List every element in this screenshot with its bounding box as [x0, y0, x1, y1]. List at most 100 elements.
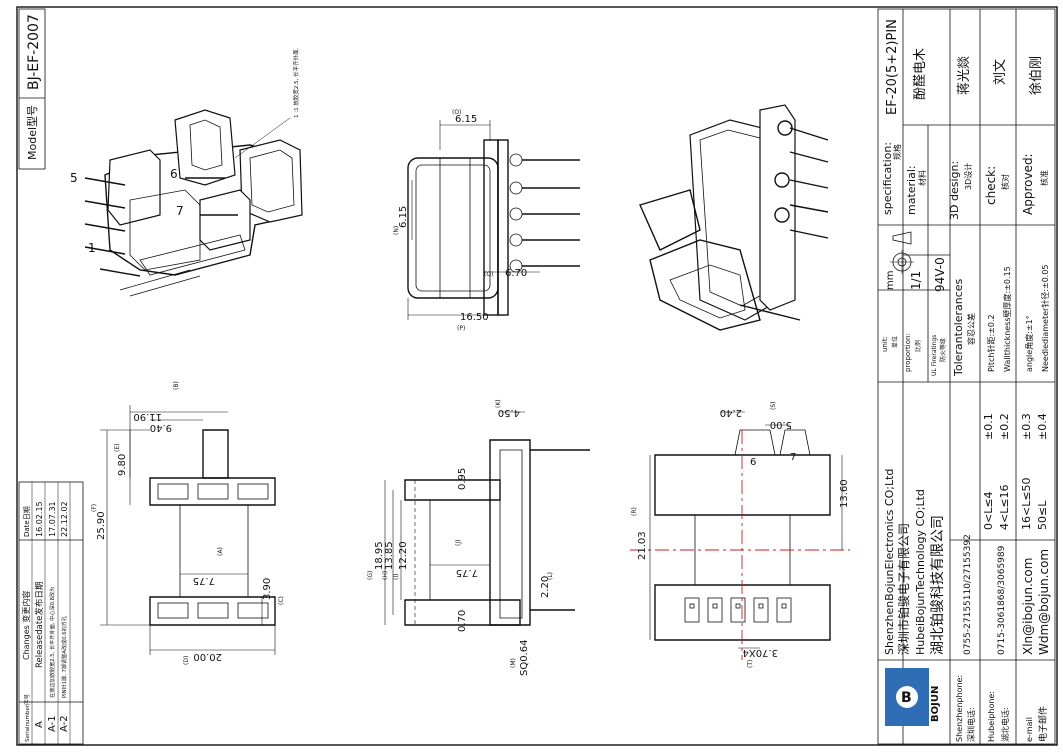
tol-angle: angle角度:±1°: [1024, 315, 1034, 372]
svg-text:B: B: [901, 690, 912, 706]
dim-18-95-tag: (G): [367, 571, 374, 580]
email-label: e-mail: [1025, 717, 1034, 742]
pin-label-1: 1: [88, 241, 96, 255]
dim-4-50-tag: (K): [495, 399, 502, 408]
material-label: material:: [905, 165, 918, 215]
check-label-cn: 核对: [1000, 174, 1010, 190]
dim-11-90: 11.90: [133, 411, 162, 422]
company-name2-cn: 湖北铂骏科技有限公司: [930, 515, 946, 655]
tol-row-0-tol: ±0.1: [982, 413, 995, 440]
front-view: 11.90 (B) 9.40 9.80 (E) 25.90 (F) 7.75 (…: [91, 381, 285, 665]
dim-3-70: 3.70X4: [743, 647, 778, 658]
spec-label: specification:: [881, 142, 894, 215]
dim-2-20: 2.20: [540, 576, 551, 598]
proportion-label-cn: 比例: [914, 340, 922, 352]
dim-25-90: 25.90: [96, 511, 107, 540]
email-2: Wdm@bojun.com: [1037, 549, 1051, 655]
sz-phone-label-cn: 深圳电话:: [966, 707, 976, 742]
tol-wall: Wallthickness壁厚度:±0.15: [1002, 266, 1012, 372]
dim-13-85: 13.85: [384, 541, 395, 570]
tol-row-2-tol: ±0.3: [1020, 413, 1033, 440]
company-logo: BOJUN B: [885, 668, 941, 726]
rev-row-2-change: PIN针1脚, 7脚调整A改成0.6的方孔: [60, 615, 68, 698]
tol-pitch: Pitch针距:±0.2: [986, 314, 996, 372]
dim-left-6-15: 6.15: [398, 206, 409, 228]
tolerance-title-cn: 容忍公差: [966, 313, 976, 345]
dim-9-40: 9.40: [150, 422, 172, 433]
material-label-cn: 材料: [917, 170, 927, 186]
company-logo-text: BOJUN: [930, 686, 941, 722]
sz-phone: 0755-27155110/27155392: [963, 534, 973, 655]
unit-label: unit:: [881, 336, 889, 352]
pin-label-7: 7: [176, 204, 184, 218]
dim-13-60: 13.60: [839, 479, 850, 508]
dim-5-00: 5.00: [770, 419, 792, 430]
dim-16-50: 16.50: [460, 312, 489, 323]
dim-3-90-tag: (C): [278, 596, 285, 605]
bottom-pin-7: 7: [790, 452, 796, 463]
side-view: 4.50 (K) 0.95 18.95 (G) 13.85 (H) 12.20 …: [367, 399, 590, 676]
dim-20-00-tag: (D): [183, 656, 190, 665]
dim-6-70-tag: (Q): [484, 271, 493, 278]
dim-top-6-15: 6.15: [455, 114, 477, 125]
sheet-border: [16, 6, 1058, 746]
dim-0-95: 0.95: [457, 468, 468, 490]
approved-label: Approved:: [1021, 153, 1035, 215]
design-label: 3D design:: [948, 161, 961, 220]
iso-view-right: [639, 104, 829, 331]
design-label-cn: 3D设计: [963, 163, 973, 190]
dim-21-03-tag: (R): [631, 507, 638, 516]
dim-7-75a-tag: (A): [217, 547, 224, 556]
dim-9-80: 9.80: [117, 454, 128, 476]
rev-row-0-date: 16.02.15: [35, 501, 44, 537]
bottom-pin-6: 6: [750, 457, 756, 468]
dim-9-80-tag: (E): [114, 444, 121, 452]
tol-needle: Needlediameter针径:±0.05: [1040, 264, 1050, 372]
hb-phone-label-cn: 湖北电话:: [1000, 707, 1010, 742]
dim-11-90-tag: (B): [173, 381, 180, 390]
tol-row-1-range: 4<L≤16: [998, 484, 1011, 530]
rev-row-2-num: A-2: [59, 715, 70, 732]
dim-6-70: 6.70: [505, 268, 527, 279]
dim-5-00-tag: (S): [770, 402, 777, 411]
dim-13-85-tag: (H): [382, 571, 389, 580]
dim-25-90-tag: (F): [91, 504, 98, 512]
spec-label-cn: 规格: [892, 144, 902, 160]
rev-row-1-date: 17.07.31: [48, 501, 57, 537]
dim-12-20: 12.20: [398, 541, 409, 570]
tol-row-3-range: 50≤L: [1036, 500, 1049, 530]
dim-21-03: 21.03: [637, 531, 648, 560]
projection-symbol-icon: [890, 231, 914, 274]
material-value: 酚醛电木: [912, 48, 928, 100]
proportion-label: proportion:: [904, 333, 912, 372]
check-value: 刘文: [993, 59, 1008, 85]
dim-top-6-15-tag: (O): [452, 109, 461, 116]
dim-2-40: 2.40: [720, 407, 742, 418]
company-name1-cn: 深圳市铂骏电子有限公司: [896, 523, 911, 655]
dim-7-75b-tag: (J): [455, 540, 462, 546]
dim-7-75b: 7.75: [456, 567, 478, 578]
unit-label-cn: 单位: [891, 336, 899, 348]
dim-4-50: 4.50: [498, 407, 520, 418]
rev-header-changes: Changes 变更内容: [21, 591, 31, 660]
dim-0-70: 0.70: [457, 610, 468, 632]
title-block: specification: 规格 EF-20(5+2)PIN material…: [877, 8, 1056, 745]
hb-phone-label: Hubeiphone:: [987, 691, 996, 742]
proportion-value: 1/1: [909, 271, 923, 290]
tol-row-1-tol: ±0.2: [998, 413, 1011, 440]
dim-7-75a: 7.75: [193, 575, 215, 586]
revision-table: Serialnumber序号 Changes 变更内容 Date日期 A Rel…: [18, 481, 84, 745]
tol-row-0-range: 0<L≤4: [982, 491, 995, 530]
dim-left-6-15-tag: (N): [393, 226, 400, 235]
ul-label-cn: 防火等级: [939, 338, 947, 362]
tol-row-2-range: 16<L≤50: [1020, 477, 1033, 530]
email-1: Xln@ibojun.com: [1021, 558, 1035, 655]
ul-value: 94V-0: [933, 257, 947, 292]
dim-sq: SQ0.64: [519, 640, 530, 676]
tol-row-3-tol: ±0.4: [1036, 413, 1049, 440]
rev-row-1-num: A-1: [47, 715, 58, 732]
approved-value: 徐伯刚: [1029, 56, 1044, 95]
dim-sq-tag: (M): [510, 658, 517, 668]
model-box: Model型号 BJ-EF-2007: [18, 8, 46, 170]
